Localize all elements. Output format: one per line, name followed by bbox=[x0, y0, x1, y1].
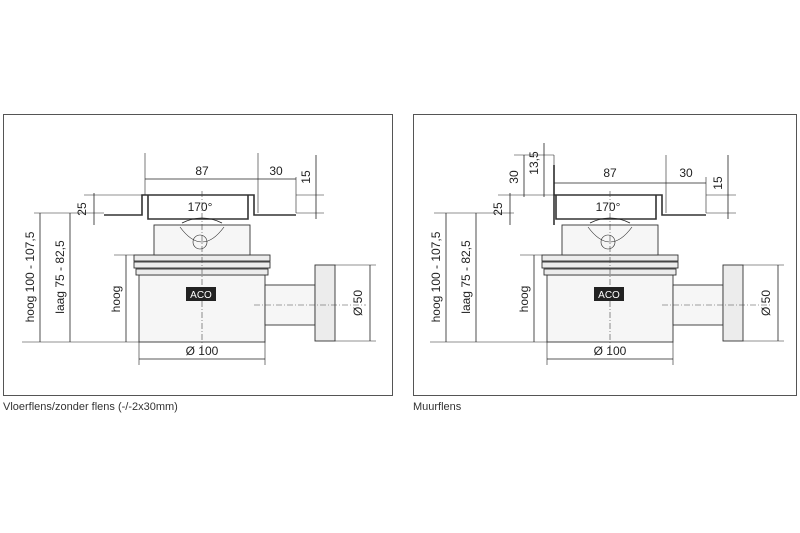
outlet-socket bbox=[314, 264, 336, 342]
drawing-floor-flange-svg: ACO 87 30 15 25 170° hoog 100 - 107,5 la… bbox=[22, 153, 376, 365]
dim-hoog-range: hoog 100 - 107,5 bbox=[23, 231, 37, 322]
dim-15: 15 bbox=[711, 176, 725, 190]
dim-87: 87 bbox=[195, 164, 209, 178]
dim-30-vertical: 30 bbox=[507, 170, 521, 184]
dim-87: 87 bbox=[603, 166, 617, 180]
drain-body bbox=[138, 274, 266, 343]
drawing-wall-flange: ACO 87 30 15 30 13,5 25 170° hoog 100 - … bbox=[413, 114, 797, 396]
logo-text: ACO bbox=[598, 290, 620, 301]
caption-floor-flange: Vloerflens/zonder flens (-/-2x30mm) bbox=[3, 401, 178, 413]
dim-25: 25 bbox=[491, 202, 505, 216]
siphon-curve bbox=[587, 226, 633, 243]
caption-wall-flange: Muurflens bbox=[413, 401, 462, 413]
drain-body bbox=[546, 274, 674, 343]
dim-13-5: 13,5 bbox=[527, 151, 541, 175]
flange-grate bbox=[104, 194, 296, 216]
dim-15: 15 bbox=[299, 170, 313, 184]
dim-d100: Ø 100 bbox=[186, 344, 219, 358]
dim-30: 30 bbox=[269, 164, 283, 178]
angle-label: 170° bbox=[596, 200, 621, 214]
siphon-ball bbox=[192, 234, 208, 250]
siphon-ball bbox=[600, 234, 616, 250]
siphon-curve bbox=[179, 226, 225, 243]
dim-d100: Ø 100 bbox=[594, 344, 627, 358]
dim-laag-range: laag 75 - 82,5 bbox=[53, 240, 67, 314]
drawing-floor-flange: ACO 87 30 15 25 170° hoog 100 - 107,5 la… bbox=[3, 114, 393, 396]
angle-label: 170° bbox=[188, 200, 213, 214]
aco-logo: ACO bbox=[186, 287, 216, 301]
aco-logo: ACO bbox=[594, 287, 624, 301]
dim-hoog: hoog bbox=[109, 286, 123, 313]
dim-laag-range: laag 75 - 82,5 bbox=[459, 240, 473, 314]
drawing-wall-flange-svg: ACO 87 30 15 30 13,5 25 170° hoog 100 - … bbox=[429, 143, 784, 365]
dim-25: 25 bbox=[75, 202, 89, 216]
grate-insert bbox=[147, 195, 249, 220]
dim-hoog: hoog bbox=[517, 286, 531, 313]
dim-hoog-range: hoog 100 - 107,5 bbox=[429, 231, 443, 322]
logo-text: ACO bbox=[190, 290, 212, 301]
angle-arc bbox=[181, 217, 223, 224]
dim-d50: Ø 50 bbox=[759, 290, 773, 316]
grate-insert bbox=[555, 195, 657, 220]
dim-d50: Ø 50 bbox=[351, 290, 365, 316]
angle-arc bbox=[589, 217, 631, 224]
outlet-socket bbox=[722, 264, 744, 342]
dim-30: 30 bbox=[679, 166, 693, 180]
